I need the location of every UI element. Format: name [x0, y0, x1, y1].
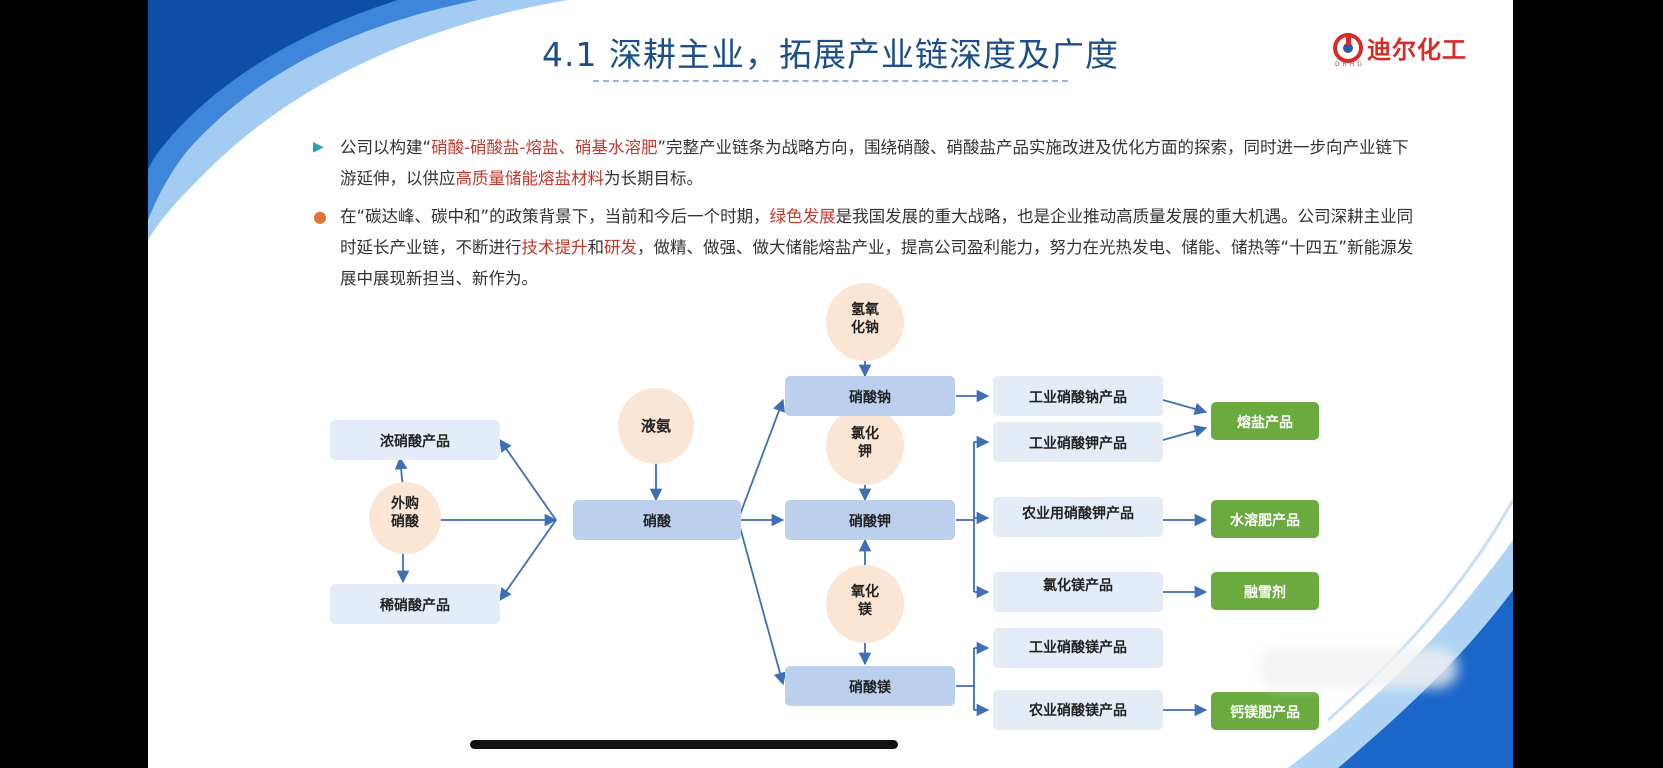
node-circle: 氯化钾	[826, 407, 904, 485]
svg-text:工业硝酸镁产品: 工业硝酸镁产品	[1029, 639, 1127, 656]
bullet-list: ▶ 公司以构建“硝酸-硝酸盐-熔盐、硝基水溶肥”完整产业链条为战略方向，围绕硝酸…	[313, 132, 1423, 301]
node-light: 农业用硝酸钾产品	[993, 497, 1163, 537]
drop-bullet-icon: ●	[313, 207, 327, 226]
svg-text:农业用硝酸钾产品: 农业用硝酸钾产品	[1021, 505, 1134, 522]
highlight-text: 技术提升	[521, 238, 588, 257]
node-circle: 氢氧化钠	[826, 283, 904, 361]
logo-text: 迪尔化工	[1367, 36, 1467, 64]
page-title: 4.1 深耕主业，拓展产业链深度及广度	[542, 35, 1119, 74]
svg-text:浓硝酸产品: 浓硝酸产品	[380, 433, 450, 450]
company-logo: 迪尔化工 DRHG	[1333, 30, 1467, 68]
blurred-overlay	[1258, 648, 1458, 688]
svg-text:氢氧化钠: 氢氧化钠	[851, 301, 879, 336]
svg-text:工业硝酸钾产品: 工业硝酸钾产品	[1029, 435, 1127, 452]
svg-text:氧化镁: 氧化镁	[850, 583, 879, 618]
bullet-item: ● 在“碳达峰、碳中和”的政策背景下，当前和今后一个时期，绿色发展是我国发展的重…	[313, 201, 1423, 294]
node-green: 钙镁肥产品	[1211, 692, 1319, 730]
decorative-swoosh-top-left	[148, 0, 1513, 768]
node-mid: 硝酸镁	[785, 666, 955, 706]
node-circle: 液氨	[618, 388, 694, 464]
svg-text:工业硝酸钠产品: 工业硝酸钠产品	[1029, 389, 1127, 406]
highlight-text: 研发	[604, 238, 637, 257]
svg-text:硝酸: 硝酸	[643, 513, 672, 530]
node-light: 氯化镁产品	[993, 572, 1163, 612]
svg-text:硝酸镁: 硝酸镁	[849, 679, 892, 696]
highlight-text: 绿色发展	[769, 207, 836, 226]
svg-text:熔盐产品: 熔盐产品	[1237, 414, 1293, 431]
svg-text:融雪剂: 融雪剂	[1244, 584, 1286, 601]
node-light: 稀硝酸产品	[330, 584, 500, 624]
node-light: 工业硝酸钠产品	[993, 376, 1163, 416]
industry-chain-diagram: 浓硝酸产品 稀硝酸产品 外购硝酸 液氨 氢氧化钠 氯化钾 氧化镁 硝酸	[330, 283, 1319, 730]
highlight-text: 硝酸-硝酸盐-熔盐、硝基水溶肥	[431, 138, 658, 157]
svg-text:水溶肥产品: 水溶肥产品	[1230, 512, 1300, 529]
node-light: 农业硝酸镁产品	[993, 690, 1163, 730]
svg-text:外购硝酸: 外购硝酸	[391, 495, 420, 530]
node-circle: 氧化镁	[826, 565, 904, 643]
node-mid: 硝酸	[573, 500, 741, 540]
node-green: 水溶肥产品	[1211, 500, 1319, 538]
title-underline	[593, 80, 1068, 82]
node-circle: 外购硝酸	[369, 482, 441, 554]
node-light: 浓硝酸产品	[330, 420, 500, 460]
node-light: 工业硝酸镁产品	[993, 628, 1163, 668]
svg-text:硝酸钠: 硝酸钠	[849, 389, 891, 406]
svg-text:硝酸钾: 硝酸钾	[849, 513, 891, 530]
triangle-bullet-icon: ▶	[313, 139, 324, 155]
svg-text:稀硝酸产品: 稀硝酸产品	[380, 597, 450, 614]
highlight-text: 高质量储能熔盐材料	[455, 169, 605, 188]
logo-mark-icon	[1333, 32, 1363, 63]
home-indicator[interactable]	[470, 740, 898, 749]
svg-text:钙镁肥产品: 钙镁肥产品	[1230, 704, 1300, 721]
node-green: 熔盐产品	[1211, 402, 1319, 440]
logo-subtext: DRHG	[1335, 61, 1365, 68]
node-mid: 硝酸钠	[785, 376, 955, 416]
svg-text:农业硝酸镁产品: 农业硝酸镁产品	[1028, 702, 1127, 719]
svg-text:氯化镁产品: 氯化镁产品	[1043, 577, 1113, 594]
bullet-item: ▶ 公司以构建“硝酸-硝酸盐-熔盐、硝基水溶肥”完整产业链条为战略方向，围绕硝酸…	[313, 132, 1423, 194]
slide: 4.1 深耕主业，拓展产业链深度及广度 迪尔化工 DRHG ▶ 公司以构建“硝酸…	[148, 0, 1513, 768]
node-green: 融雪剂	[1211, 572, 1319, 610]
node-mid: 硝酸钾	[785, 500, 955, 540]
node-light: 工业硝酸钾产品	[993, 422, 1163, 462]
svg-text:氯化钾: 氯化钾	[851, 425, 879, 460]
svg-text:液氨: 液氨	[641, 417, 671, 435]
